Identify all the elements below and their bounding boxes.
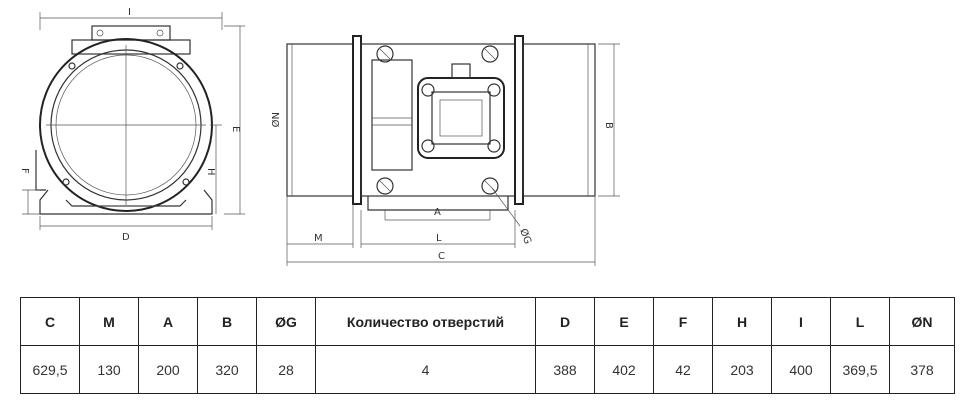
header-cell: B (197, 297, 257, 346)
specifications-table: C M A B ØG Количество отверстий D E F H … (20, 297, 955, 394)
header-cell: ØG (256, 297, 316, 346)
table-cell: 42 (653, 345, 713, 394)
dim-label-G: ØG (517, 227, 534, 246)
dim-label-B: B (603, 122, 614, 129)
table-cell: 378 (889, 345, 955, 394)
dim-label-F: F (19, 168, 30, 174)
header-cell: L (830, 297, 890, 346)
header-cell: Количество отверстий (315, 297, 536, 346)
dim-label-H: H (205, 168, 216, 176)
header-cell: E (594, 297, 654, 346)
header-cell: H (712, 297, 772, 346)
table-cell: 203 (712, 345, 772, 394)
dim-label-NO: NØ (269, 112, 281, 127)
table-cell: 200 (138, 345, 198, 394)
header-cell: I (771, 297, 831, 346)
table-header-row: C M A B ØG Количество отверстий D E F H … (20, 297, 955, 346)
dim-label-C: C (438, 251, 445, 262)
table-cell: 130 (79, 345, 139, 394)
table-cell: 388 (535, 345, 595, 394)
front-view: I E H F (19, 7, 245, 243)
header-cell: M (79, 297, 139, 346)
dim-label-L: L (436, 233, 442, 244)
dim-label-D: D (122, 232, 130, 243)
header-cell: C (20, 297, 80, 346)
header-cell: F (653, 297, 713, 346)
table-cell: 320 (197, 345, 257, 394)
table-cell: 4 (315, 345, 536, 394)
dim-label-E: E (230, 126, 241, 132)
header-cell: D (535, 297, 595, 346)
technical-drawing: I E H F (19, 7, 620, 266)
table-cell: 400 (771, 345, 831, 394)
side-view: NØ B A L M C ØG (269, 35, 620, 266)
table-cell: 369,5 (830, 345, 890, 394)
table-cell: 629,5 (20, 345, 80, 394)
table-cell: 402 (594, 345, 654, 394)
table-cell: 28 (256, 345, 316, 394)
dim-label-I: I (128, 7, 131, 18)
dim-label-A: A (434, 207, 441, 218)
header-cell: ØN (889, 297, 955, 346)
dim-label-M: M (314, 233, 323, 244)
table-row: 629,5 130 200 320 28 4 388 402 42 203 40… (20, 345, 955, 394)
header-cell: A (138, 297, 198, 346)
